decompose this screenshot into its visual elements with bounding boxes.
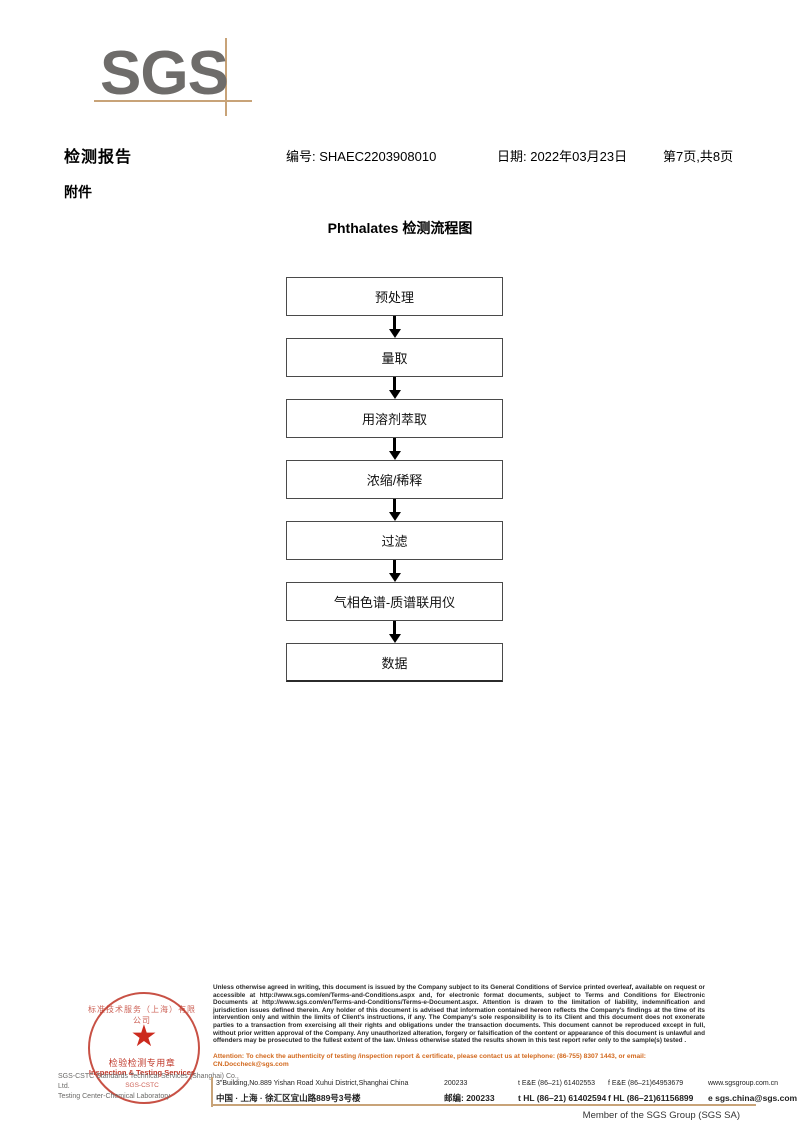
flow-step: 量取 <box>286 338 503 377</box>
flow-step: 气相色谱-质谱联用仪 <box>286 582 503 621</box>
address-row-en: 3"Building,No.889 Yishan Road Xuhui Dist… <box>216 1077 778 1091</box>
report-date: 日期: 2022年03月23日 <box>497 149 628 164</box>
stamp-cn-text: 检验检测专用章 <box>108 1058 176 1068</box>
zip-cn: 邮编: 200233 <box>444 1093 495 1103</box>
flowchart-title: Phthalates 检测流程图 <box>327 220 473 236</box>
flow-box-data: 数据 <box>286 643 503 682</box>
flow-box-solvent-extraction: 用溶剂萃取 <box>286 399 503 438</box>
address-vertical-divider <box>211 1077 213 1107</box>
tel-en-1: t E&E (86–21) 61402553 <box>518 1080 596 1087</box>
flow-box-measure: 量取 <box>286 338 503 377</box>
stamp-arc-top-text: 标准技术服务（上海）有限公司 <box>88 1005 196 1025</box>
flow-arrow-icon <box>286 560 503 582</box>
tel-cn-2: f HL (86–21)61156899 <box>608 1093 694 1103</box>
stamp-en-text: Inspection & Testing Services <box>88 1068 196 1077</box>
tel-cn-1: t HL (86–21) 61402594 <box>518 1093 607 1103</box>
member-of-group: Member of the SGS Group (SGS SA) <box>582 1110 740 1121</box>
report-header: 检测报告 编号: SHAEC2203908010 日期: 2022年03月23日… <box>0 143 800 167</box>
address-horizontal-rule <box>211 1104 756 1106</box>
address-en: 3"Building,No.889 Yishan Road Xuhui Dist… <box>216 1080 409 1087</box>
address-cn: 中国 · 上海 · 徐汇区宜山路889号3号楼 <box>216 1093 361 1103</box>
flow-step: 用溶剂萃取 <box>286 399 503 438</box>
flow-box-pretreatment: 预处理 <box>286 277 503 316</box>
logo-vertical-rule <box>225 38 227 116</box>
lab-caption: SGS-CSTC Standards Technical Services (S… <box>58 1072 248 1102</box>
zip-en: 200233 <box>444 1080 468 1087</box>
email-link[interactable]: e sgs.china@sgs.com <box>708 1093 798 1103</box>
sgs-logo: SGS <box>94 38 260 118</box>
flowchart: 预处理 量取 用溶剂萃取 浓缩/稀释 过滤 气相色谱-质谱联 <box>286 277 503 682</box>
tel-en-2: f E&E (86–21)64953679 <box>608 1080 684 1087</box>
page-title: 检测报告 <box>64 149 133 166</box>
sgs-logo-text: SGS <box>100 39 229 108</box>
flow-box-concentrate-dilute: 浓缩/稀释 <box>286 460 503 499</box>
flow-box-gcms: 气相色谱-质谱联用仪 <box>286 582 503 621</box>
legal-disclaimer: Unless otherwise agreed in writing, this… <box>213 984 705 1045</box>
flow-arrow-icon <box>286 316 503 338</box>
lab-caption-line1: SGS-CSTC Standards Technical Services (S… <box>58 1073 239 1090</box>
attachment-label: 附件 <box>64 184 92 200</box>
stamp-ring <box>88 992 200 1104</box>
company-address-block: 3"Building,No.889 Yishan Road Xuhui Dist… <box>216 1077 797 1105</box>
logo-horizontal-rule <box>94 100 252 102</box>
stamp-arc-bottom-text: SGS-CSTC <box>125 1082 159 1089</box>
flow-arrow-icon <box>286 438 503 460</box>
lab-caption-line2: Testing Center-Chemical Laboratory <box>58 1093 171 1100</box>
attention-notice: Attention: To check the authenticity of … <box>213 1053 646 1069</box>
flow-step: 数据 <box>286 643 503 682</box>
flow-step: 浓缩/稀释 <box>286 460 503 499</box>
flow-step: 过滤 <box>286 521 503 560</box>
website-link[interactable]: www.sgsgroup.com.cn <box>708 1080 779 1087</box>
flow-step: 预处理 <box>286 277 503 316</box>
star-icon: ★ <box>130 1020 158 1053</box>
flow-arrow-icon <box>286 377 503 399</box>
flow-box-filtration: 过滤 <box>286 521 503 560</box>
flow-arrow-icon <box>286 499 503 521</box>
page-indicator: 第7页,共8页 <box>663 149 734 164</box>
address-row-cn: 中国 · 上海 · 徐汇区宜山路889号3号楼 邮编: 200233 t HL … <box>216 1091 797 1105</box>
company-seal-stamp: 标准技术服务（上海）有限公司 ★ 检验检测专用章 Inspection & Te… <box>88 992 200 1104</box>
report-number: 编号: SHAEC2203908010 <box>286 149 437 164</box>
flow-arrow-icon <box>286 621 503 643</box>
